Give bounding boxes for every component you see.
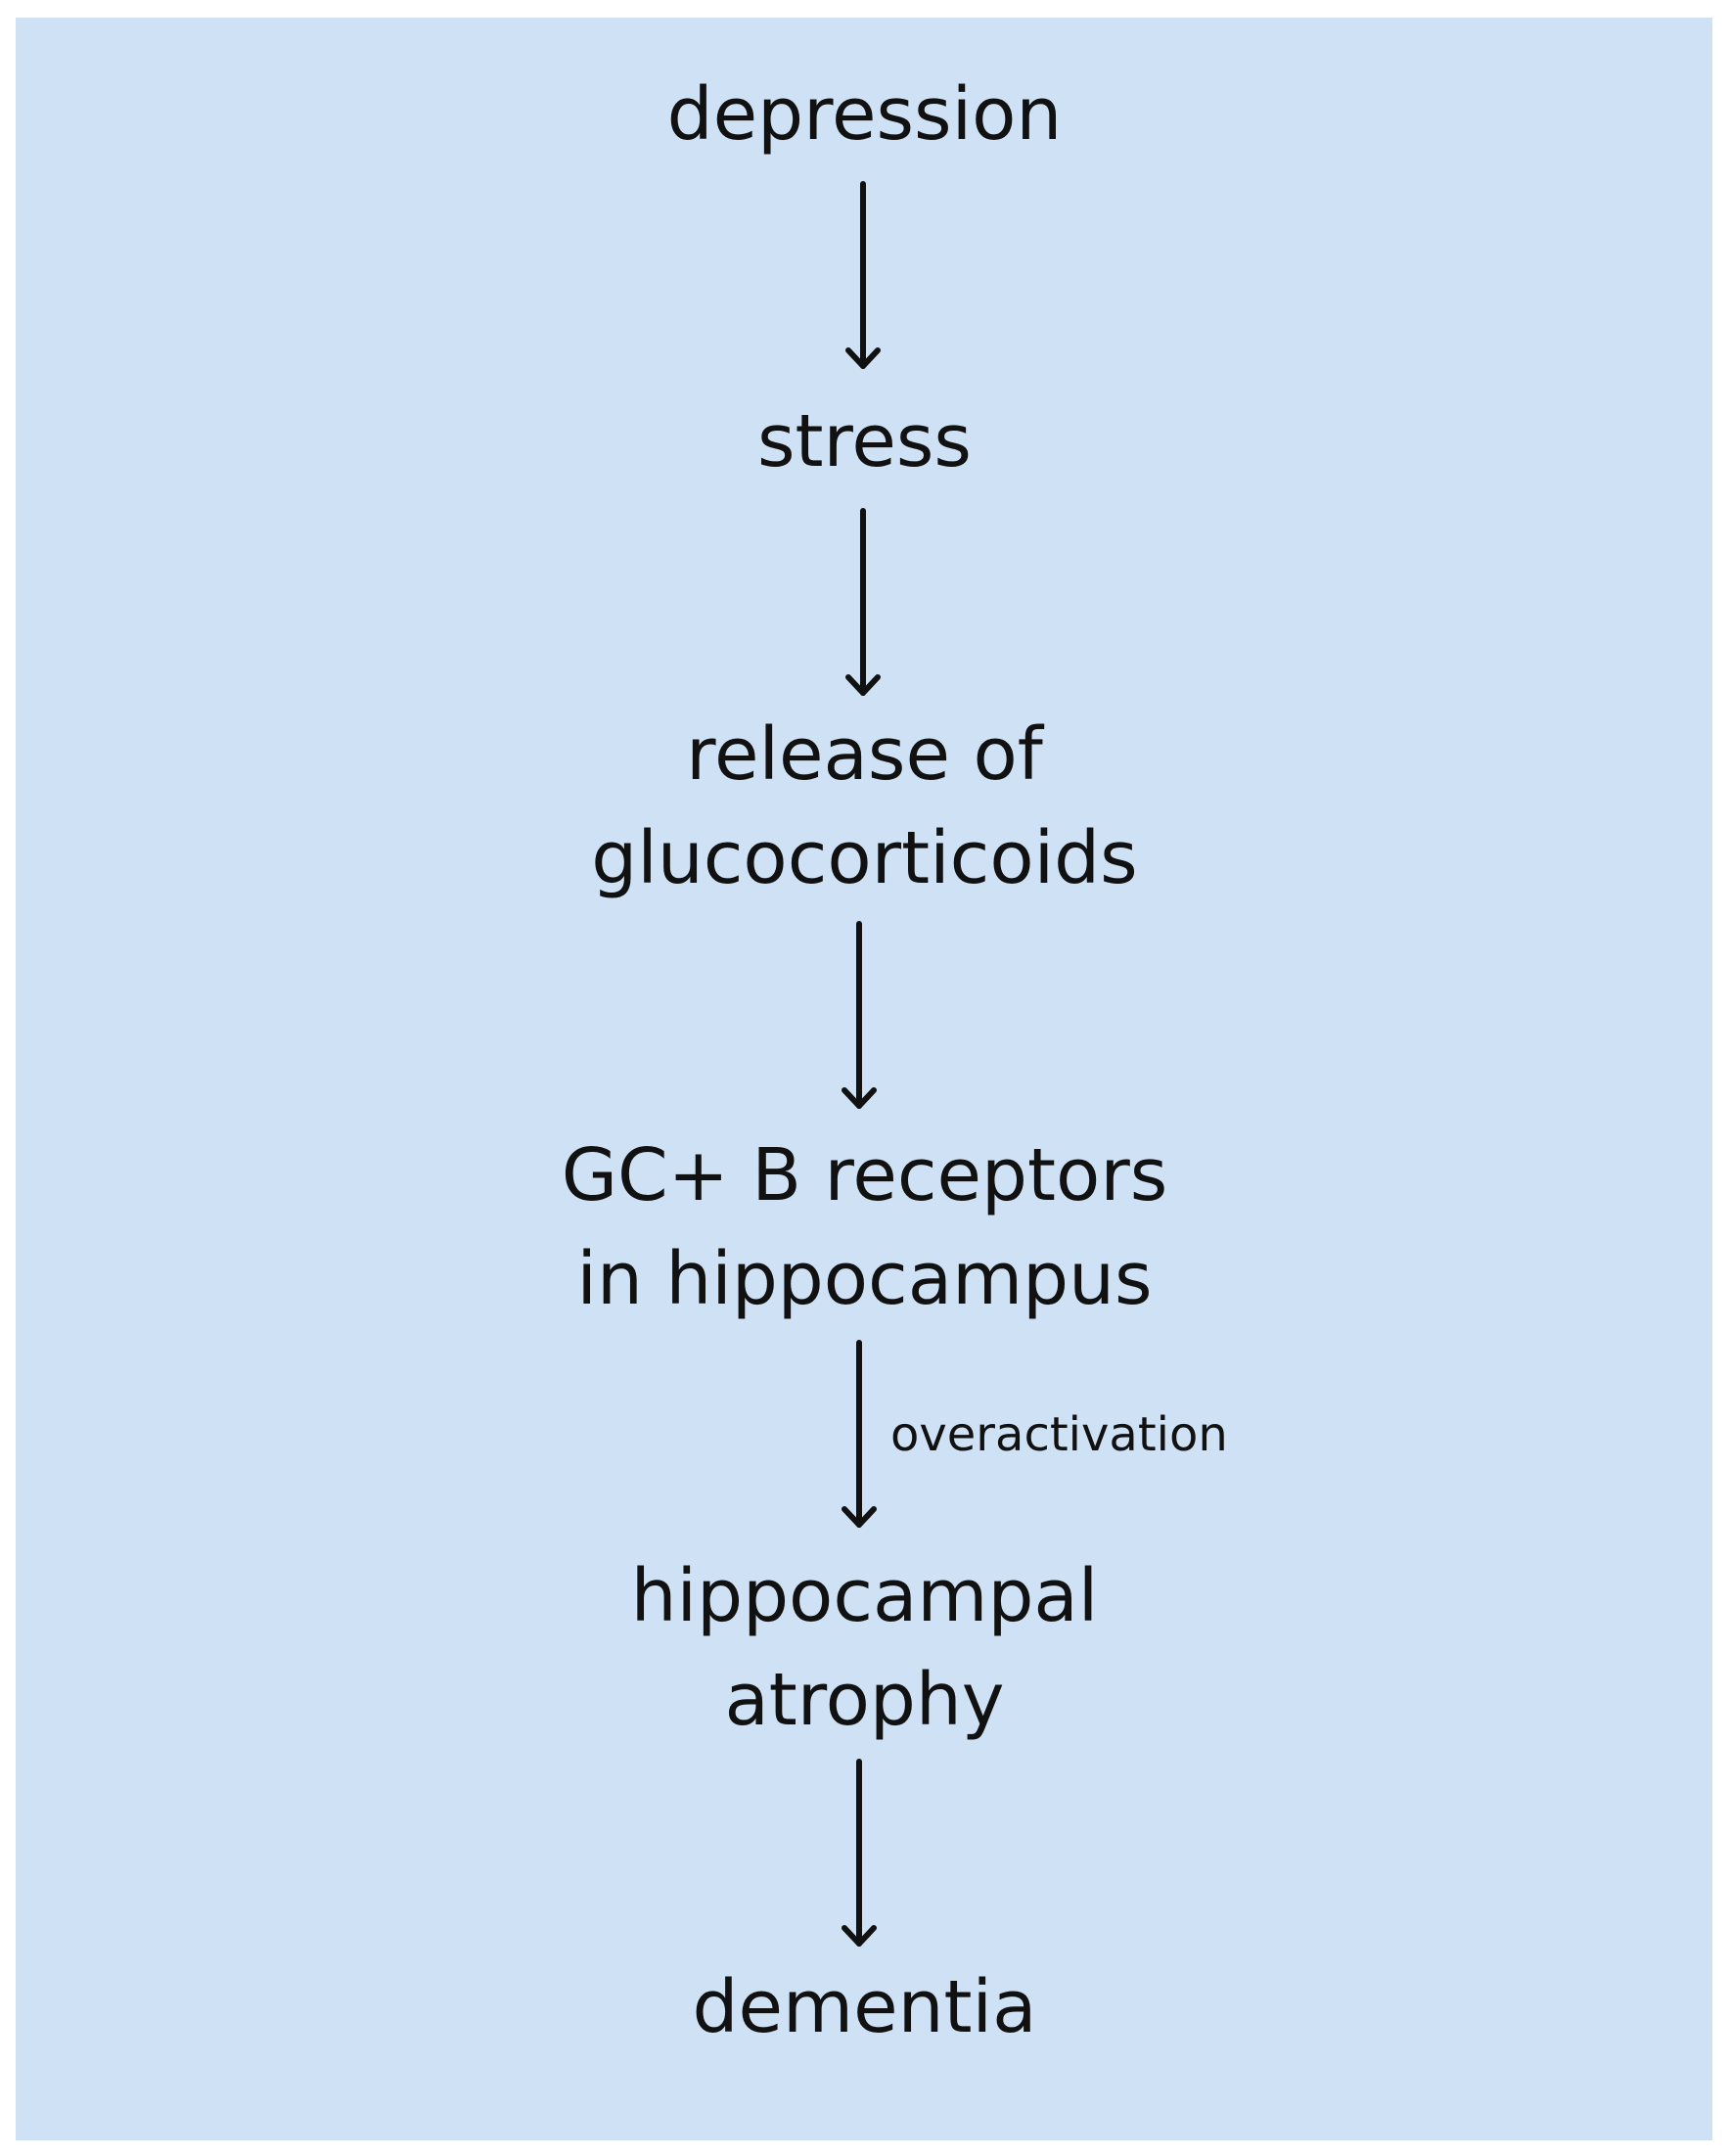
diagram-panel (16, 18, 1712, 2140)
node-release-of-glucocorticoids-line-1: release of (686, 712, 1043, 797)
arrow-stress-to-release (843, 508, 883, 697)
node-stress-label: stress (756, 399, 972, 483)
arrow-receptors-to-atrophy (840, 1340, 879, 1529)
node-hippocampal-atrophy-line-2: atrophy (724, 1658, 1005, 1742)
arrow-release-to-receptors (840, 921, 879, 1110)
edge-label-overactivation: overactivation (890, 1407, 1228, 1462)
arrow-atrophy-to-dementia (840, 1759, 879, 1948)
node-release-of-glucocorticoids-line-2: glucocorticoids (591, 816, 1138, 900)
node-gc-b-receptors: GC+ B receptors in hippocampus (0, 1124, 1729, 1331)
node-depression: depression (0, 63, 1729, 166)
node-dementia-label: dementia (692, 1965, 1037, 2049)
node-gc-b-receptors-line-1: GC+ B receptors (561, 1133, 1168, 1217)
node-hippocampal-atrophy: hippocampal atrophy (0, 1544, 1729, 1752)
node-gc-b-receptors-line-2: in hippocampus (576, 1237, 1153, 1321)
node-dementia: dementia (0, 1955, 1729, 2059)
node-stress: stress (0, 390, 1729, 493)
node-depression-label: depression (666, 72, 1063, 157)
arrow-depression-to-stress (843, 181, 883, 370)
node-release-of-glucocorticoids: release of glucocorticoids (0, 703, 1729, 910)
node-hippocampal-atrophy-line-1: hippocampal (630, 1554, 1099, 1638)
